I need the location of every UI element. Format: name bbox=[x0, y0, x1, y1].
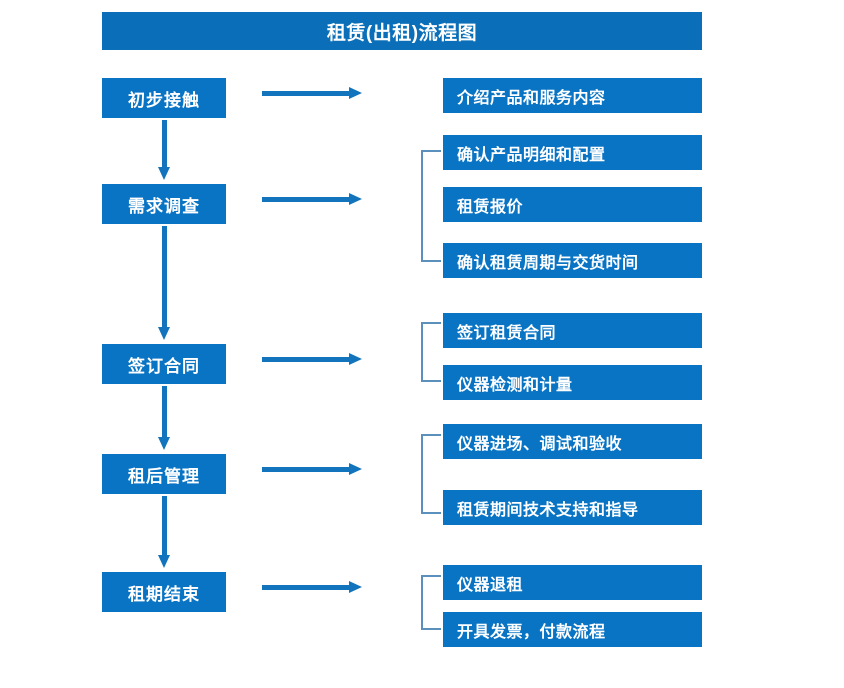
detail-box-3-2[interactable]: 仪器检测和计量 bbox=[443, 365, 702, 400]
arrow-shaft bbox=[162, 386, 167, 437]
arrow-shaft bbox=[262, 585, 350, 590]
detail-box-2-1[interactable]: 确认产品明细和配置 bbox=[443, 135, 702, 170]
arrow-down-icon-1 bbox=[158, 120, 171, 180]
arrow-shaft bbox=[262, 467, 350, 472]
arrow-head bbox=[349, 581, 362, 593]
detail-box-5-2[interactable]: 开具发票，付款流程 bbox=[443, 612, 702, 647]
group-bracket-2 bbox=[421, 150, 441, 262]
arrow-down-icon-4 bbox=[158, 496, 171, 568]
stage-box-1[interactable]: 初步接触 bbox=[102, 78, 226, 118]
arrow-head bbox=[349, 463, 362, 475]
detail-box-2-3[interactable]: 确认租赁周期与交货时间 bbox=[443, 243, 702, 278]
arrow-shaft bbox=[262, 357, 350, 362]
arrow-shaft bbox=[262, 197, 350, 202]
detail-box-4-2[interactable]: 租赁期间技术支持和指导 bbox=[443, 490, 702, 525]
stage-box-2[interactable]: 需求调查 bbox=[102, 184, 226, 224]
arrow-head bbox=[158, 167, 170, 180]
group-bracket-4 bbox=[421, 434, 441, 514]
detail-box-2-2[interactable]: 租赁报价 bbox=[443, 187, 702, 222]
arrow-head bbox=[158, 555, 170, 568]
stage-box-3[interactable]: 签订合同 bbox=[102, 344, 226, 384]
arrow-right-icon bbox=[262, 87, 362, 100]
arrow-down-icon-2 bbox=[158, 226, 171, 340]
detail-box-1-1[interactable]: 介绍产品和服务内容 bbox=[443, 78, 702, 113]
stage-box-4[interactable]: 租后管理 bbox=[102, 454, 226, 494]
arrow-shaft bbox=[162, 120, 167, 167]
page-title: 租赁(出租)流程图 bbox=[102, 12, 702, 50]
detail-box-4-1[interactable]: 仪器进场、调试和验收 bbox=[443, 424, 702, 459]
group-bracket-5 bbox=[421, 575, 441, 630]
stage-box-5[interactable]: 租期结束 bbox=[102, 572, 226, 612]
arrow-shaft bbox=[162, 226, 167, 327]
arrow-head bbox=[158, 327, 170, 340]
arrow-head bbox=[349, 87, 362, 99]
detail-box-3-1[interactable]: 签订租赁合同 bbox=[443, 313, 702, 348]
group-bracket-3 bbox=[421, 322, 441, 382]
detail-box-5-1[interactable]: 仪器退租 bbox=[443, 565, 702, 600]
arrow-head bbox=[158, 437, 170, 450]
arrow-head bbox=[349, 193, 362, 205]
arrow-right-icon bbox=[262, 463, 362, 476]
arrow-down-icon-3 bbox=[158, 386, 171, 450]
arrow-head bbox=[349, 353, 362, 365]
arrow-right-icon bbox=[262, 353, 362, 366]
arrow-right-icon bbox=[262, 193, 362, 206]
arrow-shaft bbox=[162, 496, 167, 555]
arrow-right-icon bbox=[262, 581, 362, 594]
arrow-shaft bbox=[262, 91, 350, 96]
